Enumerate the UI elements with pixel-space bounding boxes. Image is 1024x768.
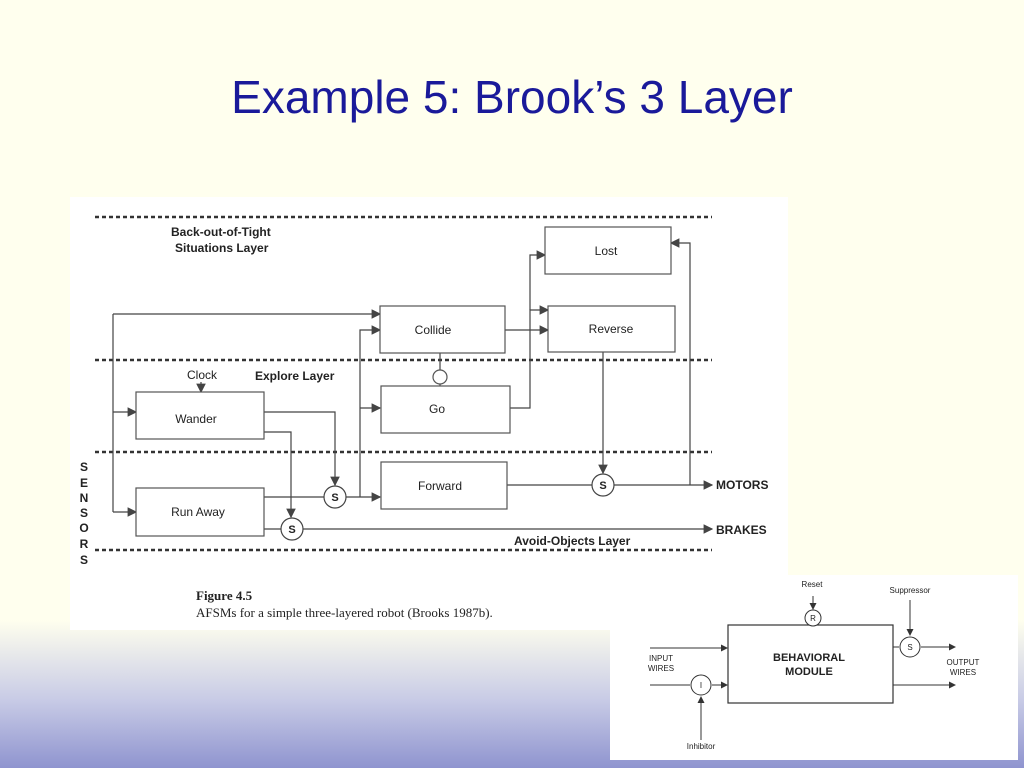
explore-layer-label: Explore Layer <box>255 369 335 383</box>
suppress-node-label: S <box>288 524 295 536</box>
layer-separators <box>95 215 712 552</box>
module-label-line1: BEHAVIORAL <box>773 652 845 664</box>
run-away-label: Run Away <box>171 505 225 519</box>
layered-architecture-figure: Back-out-of-Tight Situations Layer Explo… <box>70 197 788 630</box>
sensors-letter: S <box>80 506 88 520</box>
suppressor-label: Suppressor <box>890 586 931 595</box>
module-label-line2: MODULE <box>785 666 833 678</box>
sensors-letter: S <box>80 553 88 567</box>
inhibitor-node-label: I <box>700 681 702 690</box>
run-away-module <box>135 487 265 537</box>
sensors-letter: N <box>80 491 89 505</box>
motors-output-label: MOTORS <box>716 478 768 492</box>
input-wires-label-line1: INPUT <box>649 654 673 663</box>
slide-title: Example 5: Brook’s 3 Layer <box>231 71 793 123</box>
brakes-output-label: BRAKES <box>716 523 767 537</box>
forward-label: Forward <box>418 479 462 493</box>
sensors-letter: S <box>80 460 88 474</box>
suppress-node-forward <box>323 485 347 509</box>
back-out-layer-label-line1: Back-out-of-Tight <box>171 225 271 239</box>
avoid-objects-layer-label: Avoid-Objects Layer <box>514 534 631 548</box>
sensors-letter: E <box>80 476 88 490</box>
go-label: Go <box>429 402 445 416</box>
suppress-node-brakes <box>280 517 304 541</box>
wander-module <box>135 391 265 440</box>
behavioral-module-box <box>727 624 894 704</box>
forward-module <box>380 461 508 510</box>
collide-module <box>379 305 506 354</box>
figure-caption-text: AFSMs for a simple three-layered robot (… <box>196 605 493 620</box>
reverse-module <box>547 305 676 353</box>
lost-label: Lost <box>595 244 618 258</box>
back-out-layer-label-line2: Situations Layer <box>175 241 269 255</box>
go-module <box>380 385 511 434</box>
suppress-node-motors <box>591 473 615 497</box>
reverse-label: Reverse <box>589 322 634 336</box>
input-wires-label-line2: WIRES <box>648 664 674 673</box>
figure-caption-label: Figure 4.5 <box>196 588 253 603</box>
suppressor-node <box>899 636 921 658</box>
suppress-node-label: S <box>599 480 606 492</box>
sensors-letter: O <box>79 521 88 535</box>
sensors-letter: R <box>80 537 89 551</box>
sensors-label: S E N S O R S <box>79 460 88 567</box>
suppressor-node-label: S <box>907 643 912 652</box>
behavioral-module-diagram: Reset Suppressor Inhibitor R S I INPUT W… <box>610 575 1018 760</box>
reset-label: Reset <box>802 580 824 589</box>
wires <box>112 238 714 534</box>
inhibitor-node <box>690 674 712 696</box>
collide-go-connector <box>432 369 448 385</box>
inhibitor-label: Inhibitor <box>687 742 716 751</box>
wander-label: Wander <box>175 412 217 426</box>
output-wires-label-line1: OUTPUT <box>947 658 980 667</box>
suppress-node-label: S <box>331 492 338 504</box>
clock-label: Clock <box>187 368 218 382</box>
reset-node-label: R <box>810 614 816 623</box>
collide-label: Collide <box>415 323 452 337</box>
reset-node <box>804 609 822 627</box>
lost-module <box>544 226 672 275</box>
output-wires-label-line2: WIRES <box>950 668 976 677</box>
